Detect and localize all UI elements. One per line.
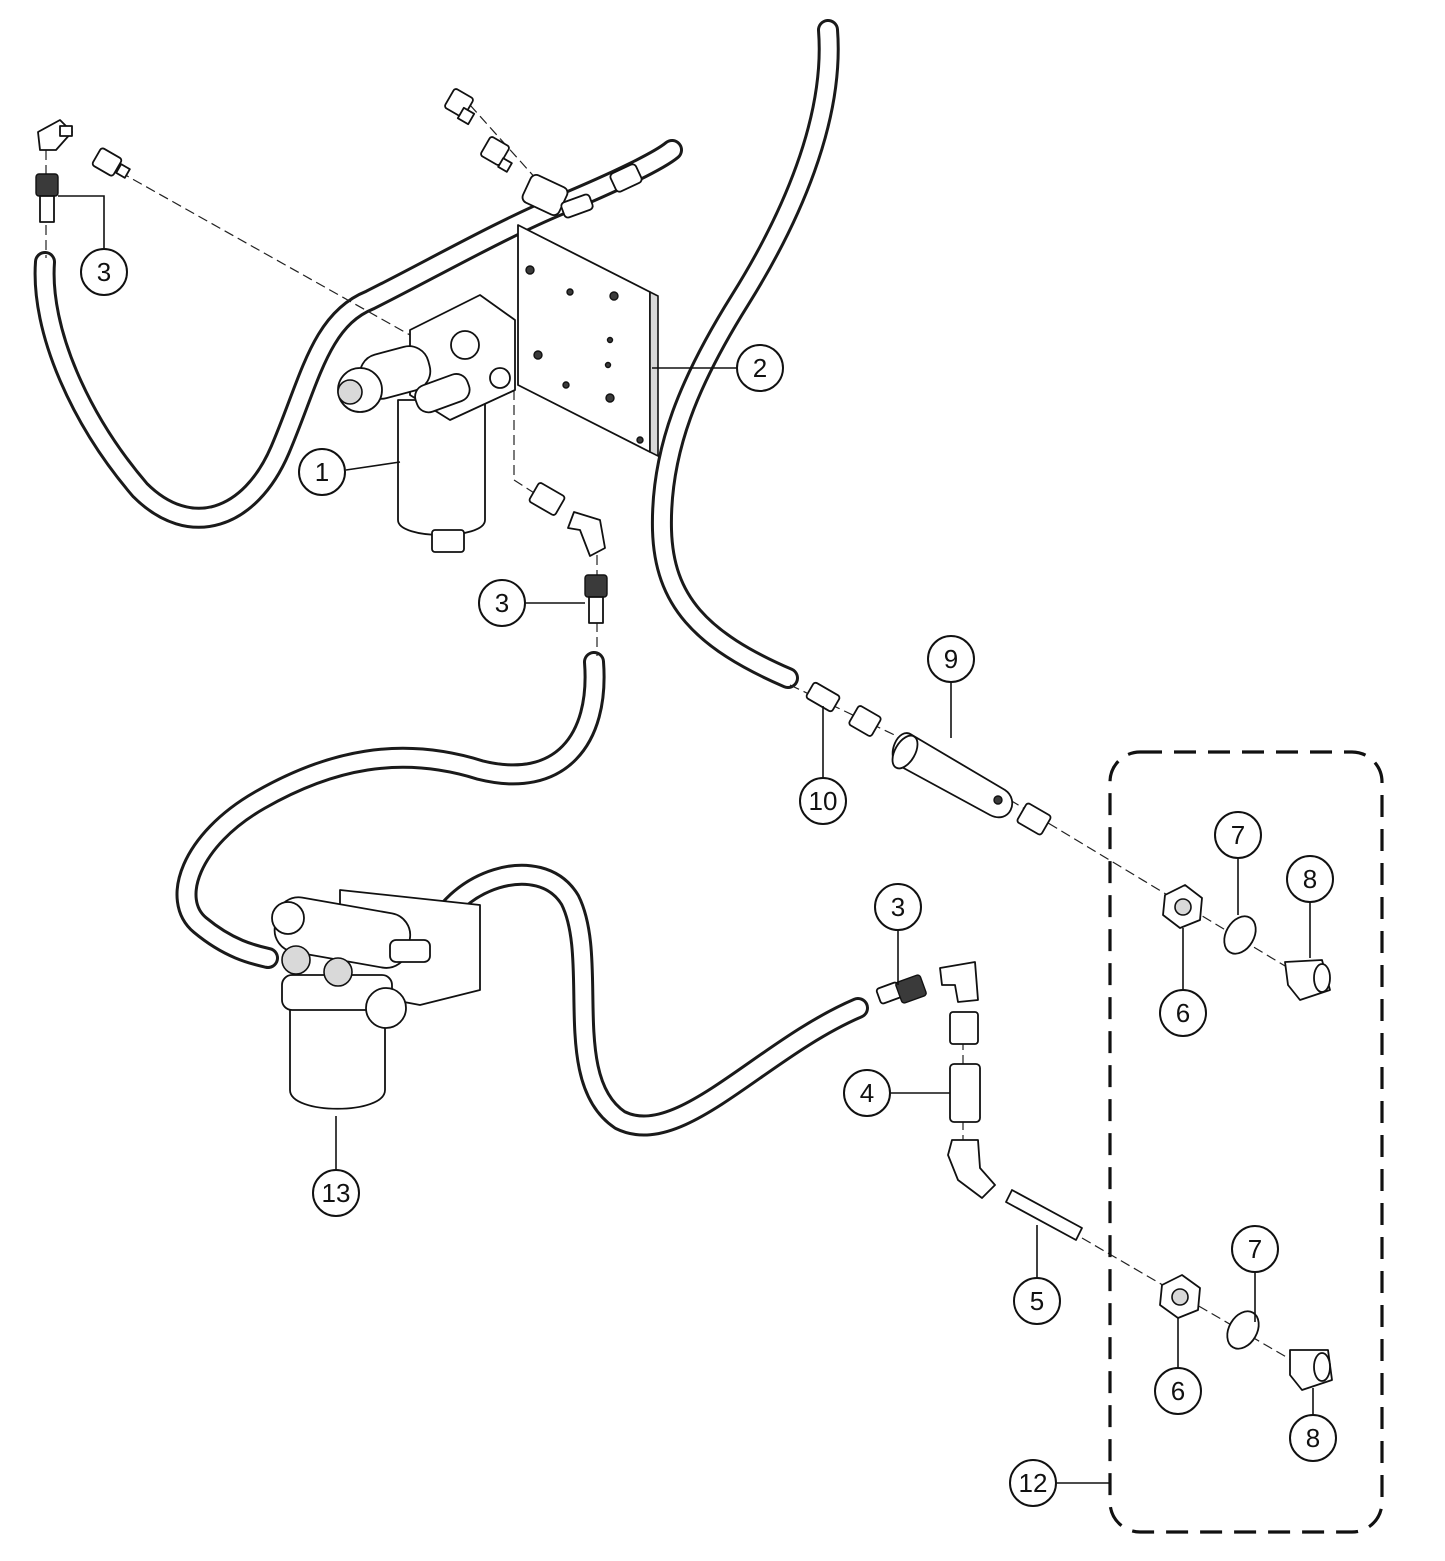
callout-3: 3: [874, 883, 922, 931]
callout-9: 9: [927, 635, 975, 683]
callout-number: 6: [1176, 998, 1190, 1028]
callout-number: 5: [1030, 1286, 1044, 1316]
callout-5: 5: [1013, 1277, 1061, 1325]
callout-circle: [1214, 811, 1262, 859]
callout-12: 12: [1009, 1459, 1057, 1507]
kit-parts: [1159, 884, 1333, 1391]
filter-assembly-13: [271, 889, 481, 1110]
fittings-top: [35, 88, 643, 624]
callout-13: 13: [312, 1169, 360, 1217]
callout-circle: [1286, 855, 1334, 903]
callout-circle: [1009, 1459, 1057, 1507]
callout-number: 2: [753, 353, 767, 383]
callout-number: 1: [315, 457, 329, 487]
callout-8: 8: [1286, 855, 1334, 903]
callout-3: 3: [80, 248, 128, 296]
callout-number: 7: [1248, 1234, 1262, 1264]
callout-number: 13: [322, 1178, 351, 1208]
callout-7: 7: [1214, 811, 1262, 859]
callout-2: 2: [736, 344, 784, 392]
callout-number: 3: [97, 257, 111, 287]
callouts: 1 2 3 3 3 4 5 6 6 7 7 8 8 9 10 12 13: [80, 248, 1337, 1507]
callout-8: 8: [1289, 1414, 1337, 1462]
kit-boundary: [1108, 750, 1384, 1534]
callout-circle: [927, 635, 975, 683]
callout-number: 10: [809, 786, 838, 816]
callout-number: 3: [495, 588, 509, 618]
filter-assembly-1: [337, 294, 516, 553]
assembly-lines: [45, 104, 1301, 1366]
callout-circle: [478, 579, 526, 627]
callout-circle: [80, 248, 128, 296]
callout-circle: [736, 344, 784, 392]
callout-circle: [1289, 1414, 1337, 1462]
callout-circle: [843, 1069, 891, 1117]
callout-circle: [298, 448, 346, 496]
callout-circle: [312, 1169, 360, 1217]
hoses: [33, 19, 869, 1137]
callout-circle: [1013, 1277, 1061, 1325]
callout-4: 4: [843, 1069, 891, 1117]
mounting-plate: [517, 224, 659, 458]
inline-filter-9: [805, 681, 1052, 836]
callout-circle: [799, 777, 847, 825]
callout-number: 6: [1171, 1376, 1185, 1406]
callout-circle: [1159, 989, 1207, 1037]
callout-number: 7: [1231, 820, 1245, 850]
callout-number: 8: [1303, 864, 1317, 894]
callout-circle: [874, 883, 922, 931]
callout-1: 1: [298, 448, 346, 496]
callout-number: 9: [944, 644, 958, 674]
callout-6: 6: [1159, 989, 1207, 1037]
leader-lines: [58, 195, 1314, 1484]
callout-number: 12: [1019, 1468, 1048, 1498]
callout-7: 7: [1231, 1225, 1279, 1273]
callout-number: 3: [891, 892, 905, 922]
callout-3: 3: [478, 579, 526, 627]
callout-10: 10: [799, 777, 847, 825]
callout-number: 8: [1306, 1423, 1320, 1453]
fittings-bottom: [875, 961, 1083, 1241]
callout-6: 6: [1154, 1367, 1202, 1415]
callout-circle: [1231, 1225, 1279, 1273]
callout-circle: [1154, 1367, 1202, 1415]
callout-number: 4: [860, 1078, 874, 1108]
